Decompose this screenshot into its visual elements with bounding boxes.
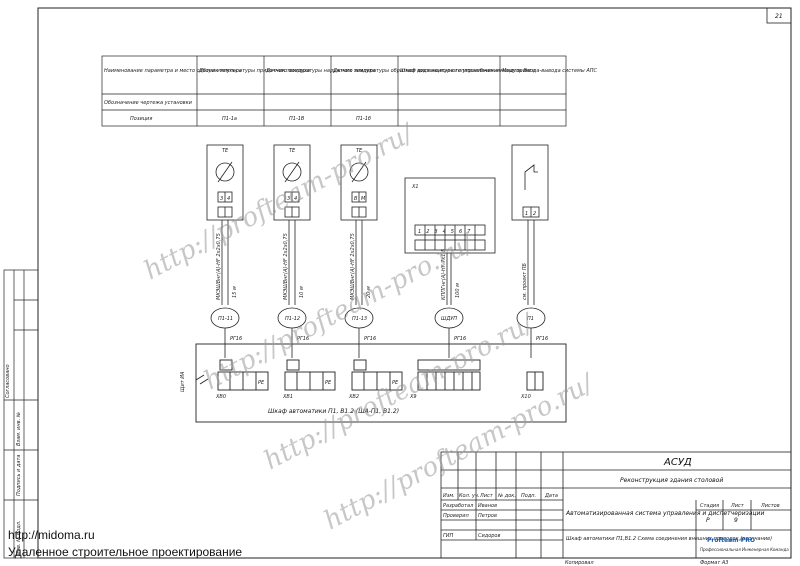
length-2: 10 м: [299, 286, 305, 298]
ref-2: П1-12: [285, 316, 300, 322]
tb-col-list: Лист: [479, 493, 494, 499]
device-3-pin-a: В: [354, 196, 358, 202]
site-url[interactable]: http://midoma.ru: [8, 528, 95, 542]
ref-4: ШДУП: [441, 316, 457, 322]
device-3-pin-b: М: [361, 196, 366, 202]
site-caption: Удаленное строительное проектирование: [8, 545, 243, 559]
sidebar-replace: Взам. инв. №: [16, 412, 22, 446]
sidebar-inv: Инв. № подл.: [16, 521, 22, 556]
device-1: [206, 144, 244, 305]
cabinet: [195, 343, 567, 423]
cable-4: КППГнг(А)-HF 7х1,5: [441, 249, 447, 300]
tb-sheet: 9: [734, 517, 738, 524]
pe-1: PE: [258, 380, 265, 386]
device-1-pin-a: 3: [220, 196, 223, 202]
device-1-pin-b: 4: [227, 196, 230, 202]
tb-role-1: Разработал: [443, 503, 474, 509]
table-position-1: П1-1а: [222, 116, 237, 122]
cabinet-title: Шкаф автоматики П1, В1.2 (ША-П1, В1.2): [268, 408, 399, 415]
tb-sheets-head: Листов: [760, 503, 780, 509]
table-header-1: Датчик температуры приточного воздуха: [198, 68, 310, 74]
cable-5: см. проект ПБ: [522, 262, 528, 300]
terminal-xb0: ХВ0: [215, 394, 226, 400]
table-position-2: П1-1В: [289, 116, 305, 122]
tb-sheet-title: Шкаф автоматики П1,В1.2 Схема соединения…: [566, 536, 772, 542]
gland-4: РГ16: [454, 336, 466, 342]
ref-3: П1-13: [352, 316, 367, 322]
table-position-3: П1-1б: [356, 116, 371, 122]
terminal-x9: Х9: [409, 394, 417, 400]
tb-col-doc: № док.: [497, 493, 516, 499]
parameter-table: [101, 55, 567, 127]
device-3-label: ТЕ: [356, 148, 363, 154]
terminal-xb2: ХВ2: [348, 394, 359, 400]
device-5: [511, 144, 549, 305]
tb-stage: Р: [706, 517, 710, 524]
length-4: 100 м: [455, 283, 461, 298]
sheet-number: 21: [775, 13, 783, 20]
sidebar-sign-date: Подпись и дата: [16, 455, 22, 496]
table-header-3: Датчик температуры обратной воды контура…: [332, 68, 500, 74]
terminal-xb1: ХВ1: [282, 394, 293, 400]
tb-role-2: Проверил: [443, 513, 469, 519]
tb-format: Формат A3: [700, 560, 728, 566]
device-2: [273, 144, 311, 305]
gland-5: РГ16: [536, 336, 548, 342]
tb-name-3: Сидоров: [478, 533, 500, 539]
device-5-pin-b: 2: [533, 211, 536, 217]
tb-logo-sub: Профессиональная Инженерная Команда: [700, 547, 789, 552]
device-2-label: ТЕ: [289, 148, 296, 154]
tb-logo: Profteam-PRO: [707, 537, 755, 544]
tb-name-1: Иванов: [478, 503, 497, 509]
tb-object: Реконструкция здания столовой: [620, 477, 723, 484]
gland-2: РГ16: [297, 336, 309, 342]
device-4: [404, 177, 496, 305]
tb-role-3: ГИП: [443, 533, 454, 539]
cable-1: МКЭШВнг(А)-HF 2х2х0,75: [216, 233, 222, 300]
table-header-param: Наименование параметра и место отбора им…: [104, 68, 242, 74]
tb-col-kol: Кол. уч.: [459, 493, 480, 499]
pe-3: PE: [392, 380, 399, 386]
ref-1: П1-11: [218, 316, 233, 322]
length-3: 20 м: [366, 286, 372, 298]
pe-2: PE: [325, 380, 332, 386]
tb-sheet-head: Лист: [730, 503, 745, 509]
cabinet-side-label: Щит ИА: [180, 371, 186, 392]
title-block: [440, 451, 792, 559]
table-header-4: Шкаф дистанционного управления и монитор…: [400, 68, 535, 74]
ref-5: П1: [527, 316, 534, 322]
watermark-1: http://profteam-pro.ru/: [139, 118, 420, 286]
cable-3: МКЭШВнг(А)-HF 2х2х0,75: [350, 233, 356, 300]
table-row-position: Позиция: [130, 116, 152, 122]
tb-stage-head: Стадия: [700, 503, 719, 509]
gland-3: РГ16: [364, 336, 376, 342]
device-4-pins: 1234567: [418, 229, 475, 235]
tb-name-2: Петров: [478, 513, 497, 519]
device-4-label: Х1: [411, 184, 419, 190]
device-2-pin-b: 4: [294, 196, 297, 202]
tb-copied: Копировал: [565, 560, 594, 566]
cable-2: МКЭШВнг(А)-HF 2х2х0,75: [283, 233, 289, 300]
tb-system: Автоматизированная система управления и …: [565, 510, 764, 517]
tb-code: АСУД: [663, 457, 692, 468]
sidebar-agreed: Согласовано: [5, 364, 11, 398]
device-5-pin-a: 1: [525, 211, 528, 217]
device-3: [340, 144, 378, 305]
device-2-pin-a: 3: [287, 196, 290, 202]
tb-col-sign: Подп.: [521, 493, 536, 499]
length-1: 15 м: [232, 286, 238, 298]
table-header-5: Модуль Ввода-вывода системы АПС: [502, 68, 598, 74]
table-row-drawing: Обозначение чертежа установки: [104, 100, 193, 106]
gland-1: РГ16: [230, 336, 242, 342]
terminal-x10: Х10: [520, 394, 531, 400]
tb-col-izm: Изм.: [443, 493, 455, 499]
tb-col-date: Дата: [544, 493, 558, 499]
table-header-2: Датчик температуры наружного воздуха: [265, 68, 375, 74]
device-1-label: ТЕ: [222, 148, 229, 154]
side-stamp: [3, 269, 39, 559]
